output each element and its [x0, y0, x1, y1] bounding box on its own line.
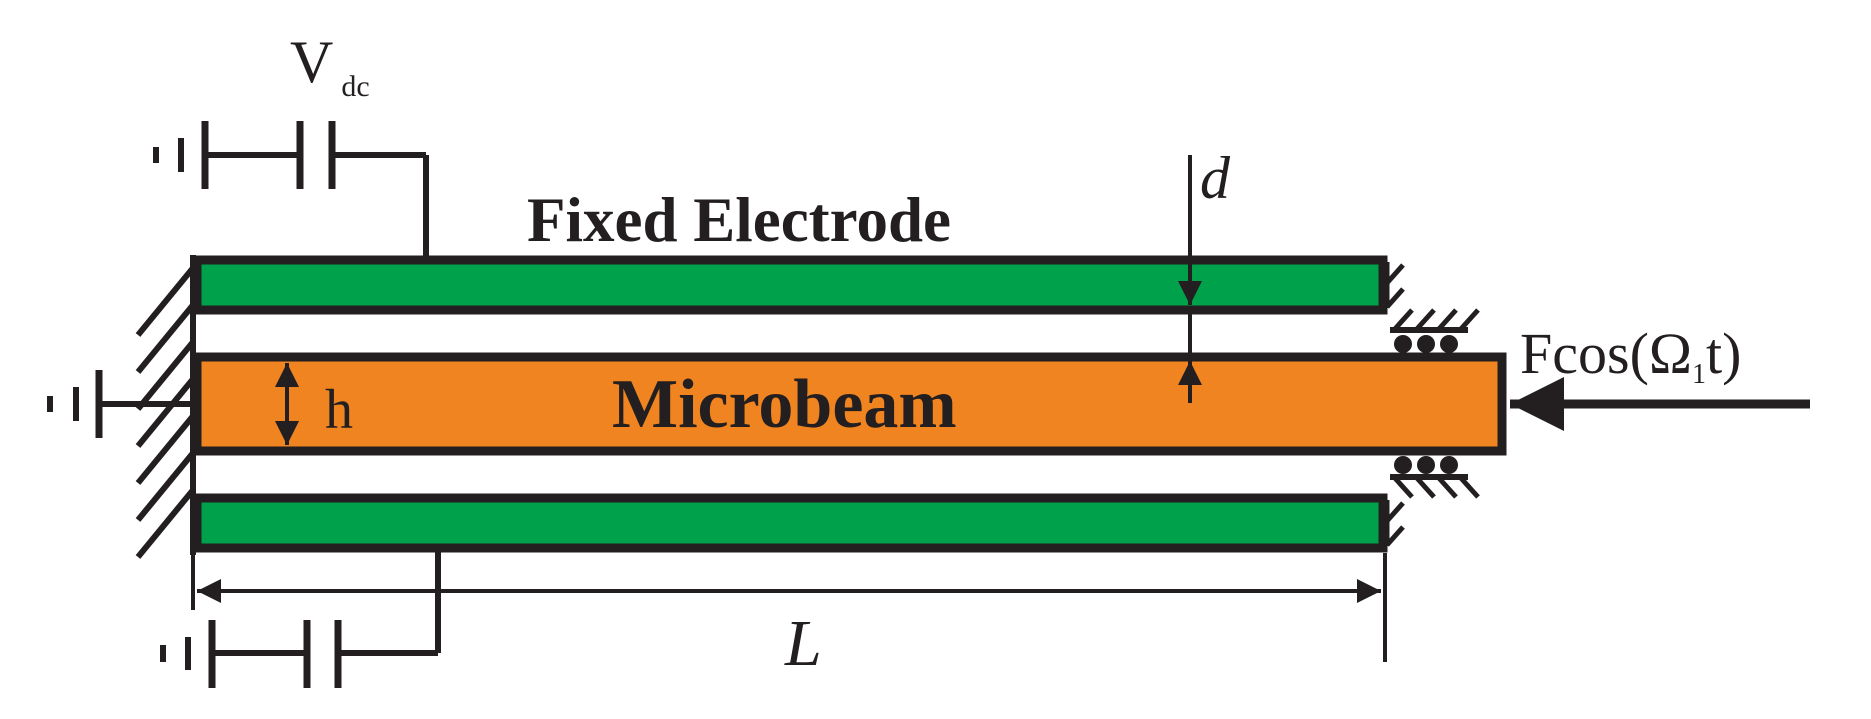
top-voltage-circuit: [153, 121, 429, 256]
force-label: Fcos(Ω1t): [1520, 321, 1741, 390]
roller-support-bottom: [1390, 456, 1480, 499]
length-label: L: [784, 607, 822, 680]
top-fixed-electrode: [192, 255, 1388, 315]
bottom-voltage-circuit: [160, 552, 441, 688]
fixed-electrode-label: Fixed Electrode: [527, 185, 951, 255]
roller-support-top: [1390, 308, 1480, 353]
length-dimension: [191, 553, 1387, 662]
beam-ground: [47, 370, 193, 438]
electrode-end-hatching: [1384, 262, 1405, 547]
microbeam-label: Microbeam: [612, 366, 957, 443]
thickness-label: h: [325, 379, 353, 441]
gap-label: d: [1200, 145, 1231, 211]
bottom-fixed-electrode: [192, 493, 1388, 553]
microbeam: [192, 352, 1507, 456]
